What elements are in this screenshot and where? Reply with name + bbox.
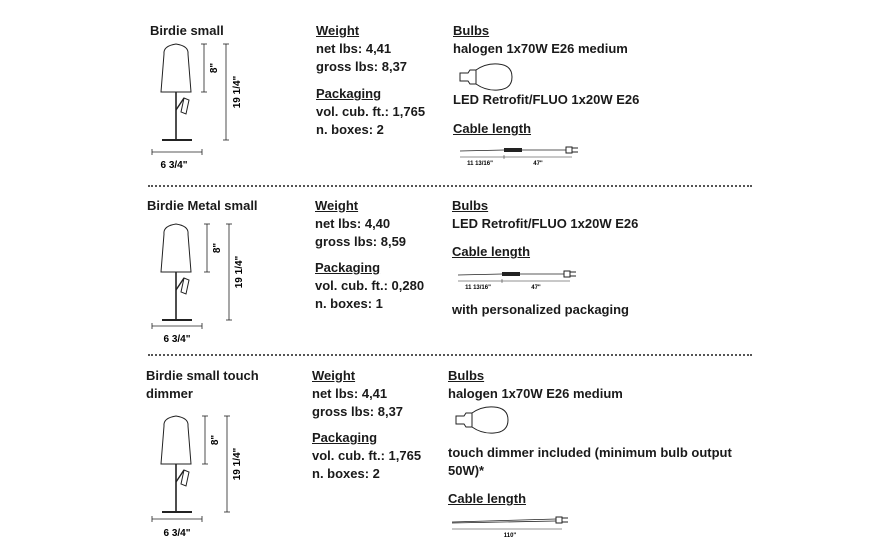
plug-icon [555,516,568,524]
boxes: n. boxes: 1 [315,296,383,311]
bulb-led: LED Retrofit/FLUO 1x20W E26 [453,92,640,107]
cable-diagram: 110" [451,516,568,539]
bulbs-heading: Bulbs [448,368,485,383]
lamp-shade-shape [160,415,192,465]
product-birdie-small-touch-dimmer: Birdie small touch dimmer 8" 19 1/4" 6 3… [0,350,890,545]
lamp-shade-shape [160,43,192,93]
bulb-halogen: halogen 1x70W E26 medium [448,386,623,401]
cable-heading-wrap: Cable length [448,490,526,508]
lamp-dimension-drawing: 8" 19 1/4" 6 3/4" [151,223,245,345]
cable-heading-wrap: Cable length [452,243,530,261]
gross-weight: gross lbs: 8,37 [316,59,408,74]
product-name-line-2: dimmer [146,386,193,401]
weight-heading: Weight [315,198,359,213]
packaging-block: Packaging vol. cub. ft.: 1,765 n. boxes:… [316,85,425,139]
shade-height-label: 8" [210,435,221,446]
personalized-packaging-note: with personalized packaging [452,302,629,317]
bulb-icon [459,63,513,91]
net-weight: net lbs: 4,41 [316,41,392,56]
gross-weight: gross lbs: 8,59 [315,234,407,249]
boxes: n. boxes: 2 [316,122,384,137]
bulbs-block: Bulbs LED Retrofit/FLUO 1x20W E26 [452,197,638,233]
weight-heading: Weight [316,23,360,38]
bulbs-heading: Bulbs [452,198,489,213]
product-name-line-1: Birdie small touch [146,368,259,383]
packaging-block: Packaging vol. cub. ft.: 1,765 n. boxes:… [312,429,421,483]
cable-length-2: 47" [533,161,543,167]
net-weight: net lbs: 4,41 [312,386,388,401]
cable-length-1: 11 13/16" [467,161,493,167]
cable-heading-wrap: Cable length [453,120,531,138]
cable-length-1: 11 13/16" [465,285,491,291]
base-width-label: 6 3/4" [164,528,191,539]
base-width-label: 6 3/4" [161,160,188,171]
cable-heading: Cable length [453,121,532,136]
packaging-note: with personalized packaging [452,301,629,319]
weight-heading: Weight [312,368,356,383]
packaging-heading: Packaging [316,86,382,101]
net-weight: net lbs: 4,40 [315,216,391,231]
bulbs-block: Bulbs halogen 1x70W E26 medium [448,367,623,403]
product-birdie-small: Birdie small 8" 19 1/4" 6 3/4" Weight ne… [0,0,890,180]
bulbs-block: Bulbs halogen 1x70W E26 medium [453,22,628,58]
product-name: Birdie small [150,23,224,38]
packaging-block: Packaging vol. cub. ft.: 0,280 n. boxes:… [315,259,424,313]
section-divider [148,185,752,187]
bulb-led-line: LED Retrofit/FLUO 1x20W E26 [453,91,639,109]
gross-weight: gross lbs: 8,37 [312,404,404,419]
base-width-label: 6 3/4" [164,334,191,345]
plug-icon [563,270,576,278]
cable-diagram: 11 13/16" 47" [459,146,578,167]
total-height-label: 19 1/4" [234,255,245,288]
shade-height-label: 8" [212,243,223,254]
volume: vol. cub. ft.: 0,280 [315,278,425,293]
boxes: n. boxes: 2 [312,466,380,481]
product-birdie-metal-small: Birdie Metal small 8" 19 1/4" 6 3/4" Wei… [0,178,890,353]
dimmer-note-line-2: 50W)* [448,463,485,478]
bulb-icon [455,406,509,434]
total-height-label: 19 1/4" [232,447,243,480]
lamp-shade-shape [160,223,192,273]
shade-height-label: 8" [209,63,220,74]
cable-length-2: 47" [531,285,541,291]
packaging-heading: Packaging [315,260,381,275]
bulb-led: LED Retrofit/FLUO 1x20W E26 [452,216,639,231]
weight-block: Weight net lbs: 4,41 gross lbs: 8,37 [312,367,403,421]
cable-heading: Cable length [448,491,527,506]
volume: vol. cub. ft.: 1,765 [316,104,426,119]
product-name: Birdie small touch dimmer [146,367,259,403]
weight-block: Weight net lbs: 4,41 gross lbs: 8,37 [316,22,407,76]
lamp-dimension-drawing: 8" 19 1/4" 6 3/4" [151,43,243,171]
packaging-heading: Packaging [312,430,378,445]
lamp-dimension-drawing: 8" 19 1/4" 6 3/4" [151,415,243,539]
plug-icon [565,146,578,154]
bulb-halogen: halogen 1x70W E26 medium [453,41,628,56]
cable-heading: Cable length [452,244,531,259]
total-height-label: 19 1/4" [232,75,243,108]
product-name: Birdie Metal small [147,198,258,213]
section-divider [148,354,752,356]
volume: vol. cub. ft.: 1,765 [312,448,422,463]
cable-length-1: 110" [504,533,517,539]
bulbs-heading: Bulbs [453,23,490,38]
dimmer-note-block: touch dimmer included (minimum bulb outp… [448,444,732,480]
cable-diagram: 11 13/16" 47" [457,270,576,291]
weight-block: Weight net lbs: 4,40 gross lbs: 8,59 [315,197,406,251]
dimmer-note-line-1: touch dimmer included (minimum bulb outp… [448,445,732,460]
